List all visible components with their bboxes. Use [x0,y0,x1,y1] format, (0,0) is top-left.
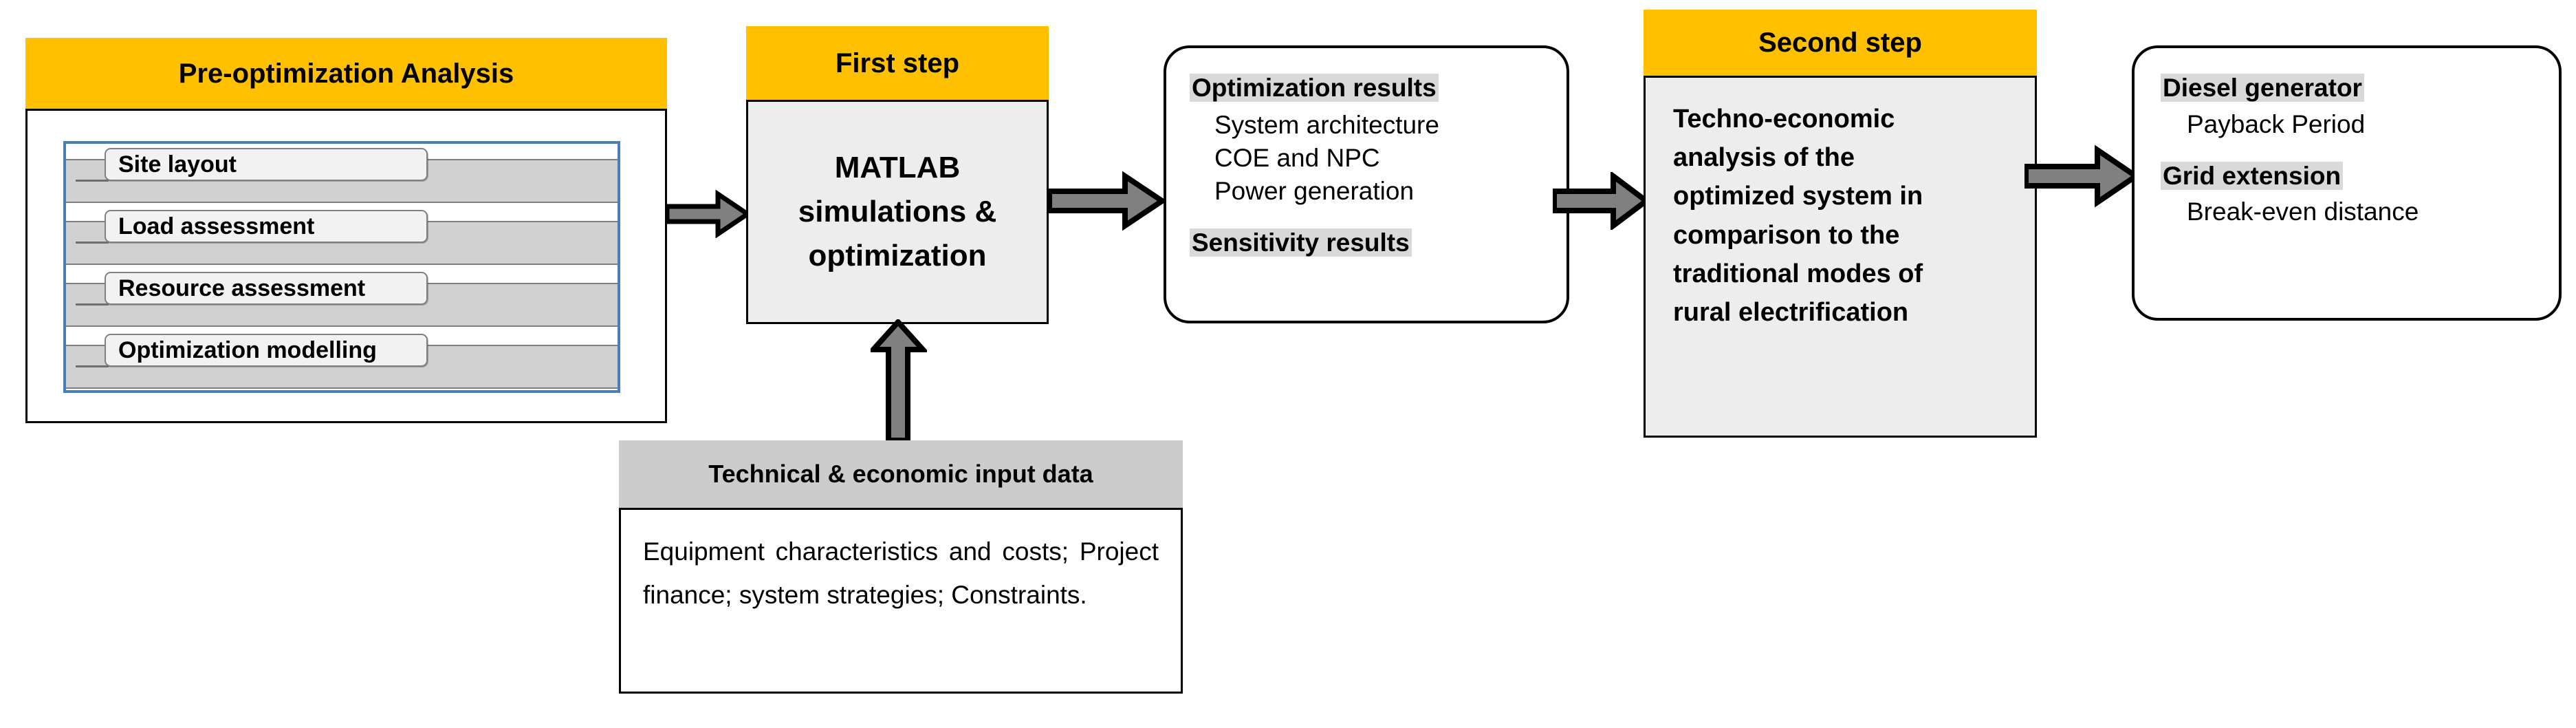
result-item: Power generation [1214,177,1415,206]
group-heading: Grid extension [2161,161,2344,190]
stage4-line-2: analysis of the [1673,143,1855,173]
result-item: Break-even distance [2187,197,2419,226]
stage4-body: Techno-economic analysis of the optimize… [1644,76,2037,438]
result-item: Payback Period [2187,109,2366,138]
stage2-body: MATLAB simulations & optimization [746,100,1049,324]
stage2-line-3: optimization [808,238,987,272]
stage4-line-1: Techno-economic [1673,105,1895,133]
list-item-label: Site layout [118,151,237,178]
stage4-line-6: rural electrification [1673,298,1909,328]
input-data-box: Technical & economic input data Equipmen… [619,440,1183,694]
group-heading: Diesel generator [2161,74,2364,102]
group-heading-wrap: Diesel generator [2161,72,2538,105]
arrow-stage2-to-stage3 [1048,171,1165,231]
stage-second-step: Second step Techno-economic analysis of … [1644,10,2037,438]
arrow-inputdata-to-stage2 [871,319,927,443]
list-item-resource-assessment[interactable]: Resource assessment [105,272,428,305]
arrow-stage4-to-stage5 [2024,144,2139,208]
arrow-stage3-to-stage4 [1553,172,1649,230]
list-item-label: Resource assessment [118,275,366,301]
result-item: COE and NPC [1214,144,1380,173]
stage4-line-4: comparison to the [1673,220,1900,250]
group-heading-wrap: Grid extension [2161,160,2538,193]
list-row-connector [76,242,109,244]
arrow-stage1-to-stage2 [666,190,750,238]
list-row-connector [76,303,109,306]
stage2-line-1: MATLAB [834,151,961,185]
stage1-body: Site layout Load assessment Resource ass… [25,109,667,423]
list-item-optimization-modelling[interactable]: Optimization modelling [105,334,428,367]
group-heading: Optimization results [1190,74,1439,102]
grid-extension-group: Grid extension Break-even distance [2161,160,2538,230]
stage-pre-optimization-analysis: Pre-optimization Analysis Site layout Lo… [25,38,667,423]
group-heading-wrap: Optimization results [1190,72,1546,105]
input-data-body: Equipment characteristics and costs; Pro… [619,508,1183,694]
stage4-title: Second step [1644,10,2037,76]
list-item-load-assessment[interactable]: Load assessment [105,210,428,243]
list-item-site-layout[interactable]: Site layout [105,148,428,181]
stage2-title: First step [746,26,1049,100]
optimization-results-group: Optimization results System architecture… [1190,72,1546,208]
stage-techno-economic-outputs: Diesel generator Payback Period Grid ext… [2132,45,2562,321]
input-data-title: Technical & economic input data [619,440,1183,508]
list-row-connector [76,365,109,367]
stage1-title: Pre-optimization Analysis [25,38,667,109]
list-row-connector [76,180,109,182]
sensitivity-results-group: Sensitivity results [1190,228,1546,257]
stage-first-step: First step MATLAB simulations & optimiza… [746,26,1049,324]
diesel-generator-group: Diesel generator Payback Period [2161,72,2538,142]
result-item: System architecture [1214,111,1439,140]
list-item-label: Load assessment [118,213,315,239]
stage4-line-5: traditional modes of [1673,259,1923,288]
stage2-line-2: simulations & [798,195,997,229]
stage4-line-3: optimized system in [1673,182,1923,211]
list-item-label: Optimization modelling [118,336,377,363]
stage-optimization-results: Optimization results System architecture… [1164,45,1569,323]
group-heading: Sensitivity results [1190,228,1412,257]
pre-optimization-list: Site layout Load assessment Resource ass… [63,141,620,393]
